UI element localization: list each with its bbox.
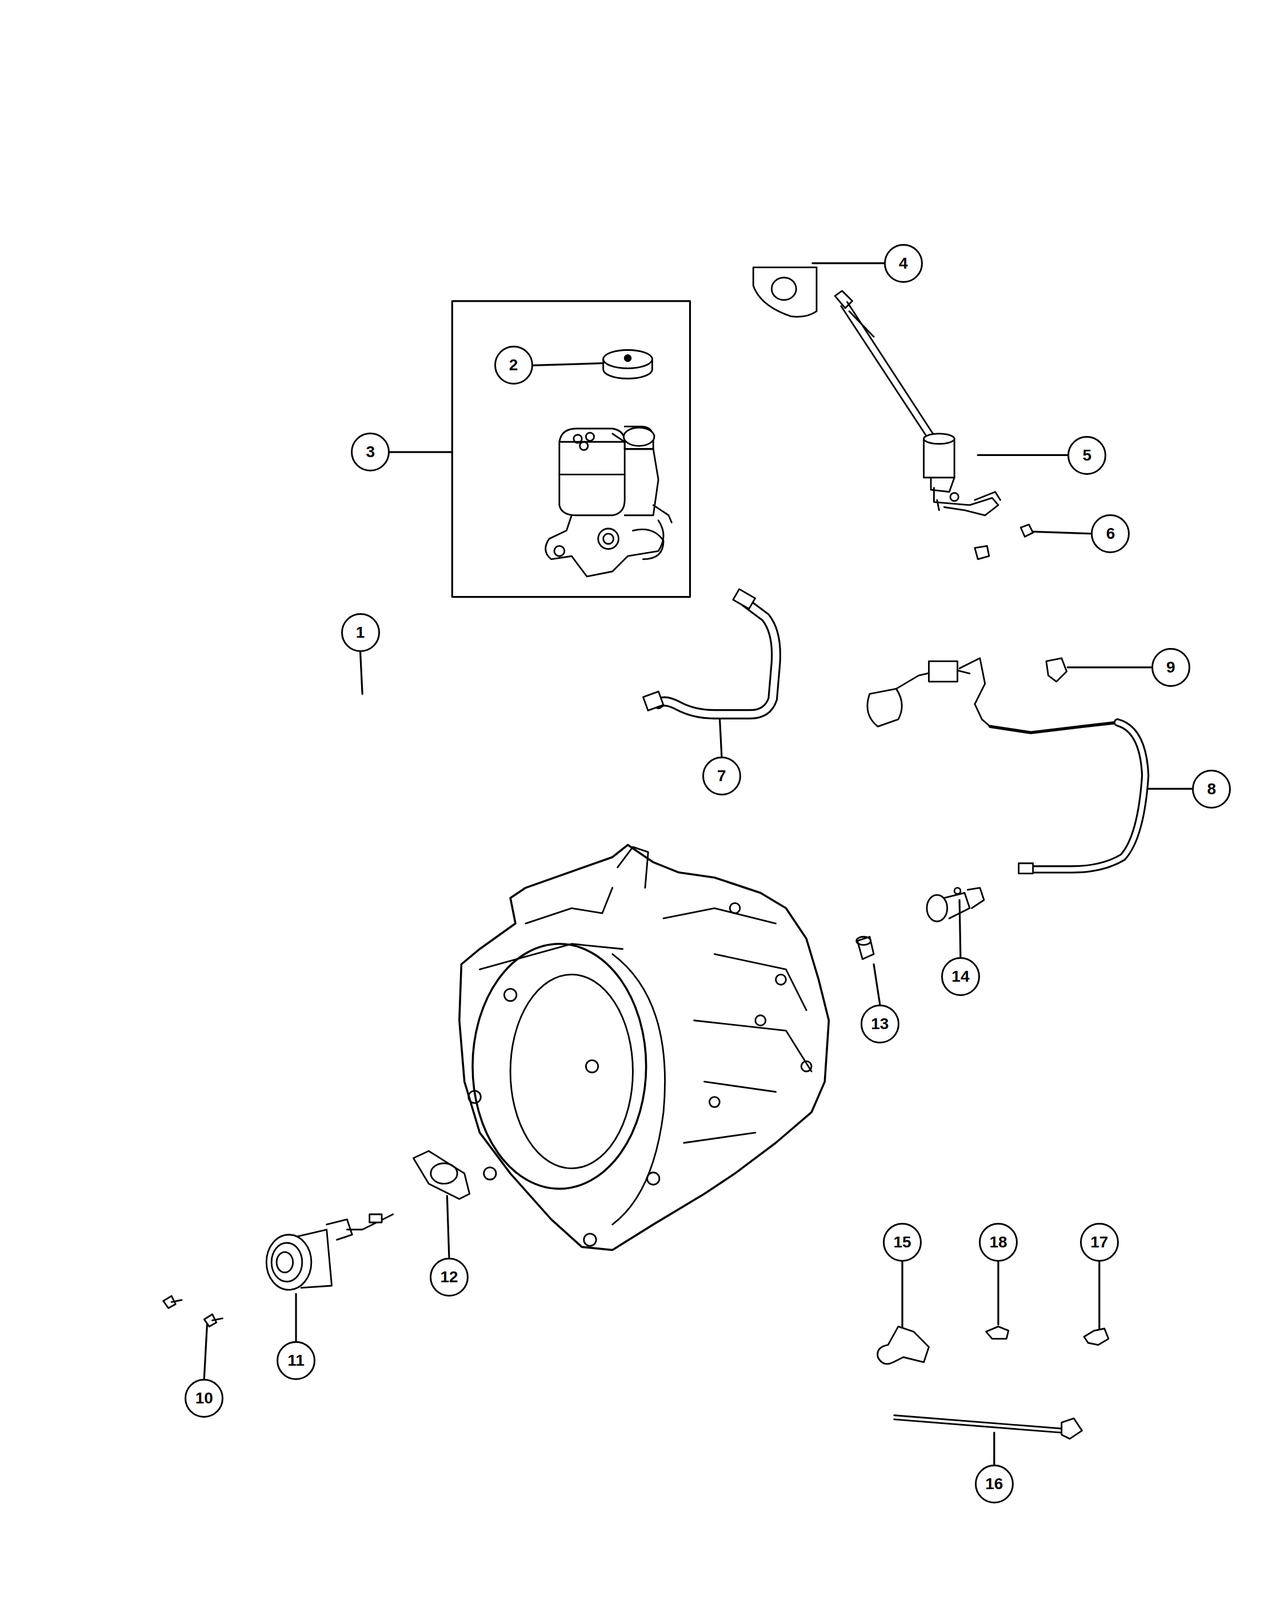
- slave-cylinder: [266, 1214, 393, 1290]
- callout-circle: 3: [350, 432, 390, 472]
- callout-circle: 13: [860, 1004, 900, 1044]
- callout-circle: 4: [884, 244, 923, 283]
- callout-number: 10: [195, 1390, 214, 1407]
- hose-clip: [877, 1326, 930, 1364]
- transmission: [459, 845, 830, 1251]
- callout-number: 15: [893, 1234, 911, 1251]
- callout-number: 1: [356, 624, 366, 641]
- clutch-line-harness: [867, 658, 1146, 874]
- callout-number: 18: [989, 1234, 1007, 1251]
- fitting: [926, 888, 984, 922]
- callout-number: 13: [870, 1016, 889, 1032]
- callout-number: 9: [1166, 659, 1176, 676]
- clutch-master-cylinder: [834, 290, 1000, 516]
- hose: [643, 589, 777, 715]
- reservoir-cap: [603, 350, 653, 379]
- callout-number: 2: [509, 357, 519, 374]
- callout-circle: 11: [276, 1341, 316, 1380]
- callout-number: 17: [1090, 1234, 1108, 1251]
- callout-circle: 7: [702, 756, 742, 796]
- callout-circle: 10: [184, 1378, 224, 1418]
- pedal-bracket: [753, 267, 817, 318]
- callout-circle: 6: [1090, 514, 1130, 554]
- callout-circle: 2: [494, 345, 534, 385]
- bolts: [163, 1296, 223, 1327]
- tie-strap: [894, 1415, 1083, 1439]
- callout-circle: 12: [429, 1257, 469, 1297]
- hose-clip: [1084, 1328, 1109, 1346]
- callout-number: 8: [1207, 781, 1217, 798]
- callout-number: 12: [440, 1269, 458, 1286]
- callout-number: 5: [1082, 447, 1092, 464]
- push-clip: [986, 1326, 1009, 1339]
- seal-plate: [413, 1150, 470, 1199]
- master-cylinder: [545, 426, 672, 577]
- callout-number: 6: [1106, 525, 1116, 542]
- group-box: [452, 301, 690, 598]
- callout-circle: 8: [1192, 769, 1231, 809]
- bushing: [856, 936, 874, 959]
- callout-circle: 5: [1067, 436, 1107, 475]
- callout-circle: 9: [1151, 648, 1191, 687]
- callout-circle: 15: [882, 1222, 922, 1262]
- leader-lines: [204, 263, 1192, 1465]
- retainer-clips: [974, 524, 1034, 560]
- callout-circle: 1: [341, 613, 380, 652]
- callout-circle: 16: [974, 1464, 1014, 1504]
- callout-number: 14: [951, 968, 970, 985]
- callout-number: 16: [985, 1476, 1003, 1492]
- callout-number: 3: [366, 444, 376, 460]
- harness-clip: [1046, 658, 1067, 682]
- callout-number: 7: [717, 768, 727, 784]
- callout-number: 4: [898, 255, 908, 272]
- callout-circle: 18: [978, 1222, 1018, 1262]
- callout-circle: 14: [941, 957, 980, 996]
- callout-circle: 17: [1080, 1222, 1119, 1262]
- callout-number: 11: [287, 1352, 305, 1369]
